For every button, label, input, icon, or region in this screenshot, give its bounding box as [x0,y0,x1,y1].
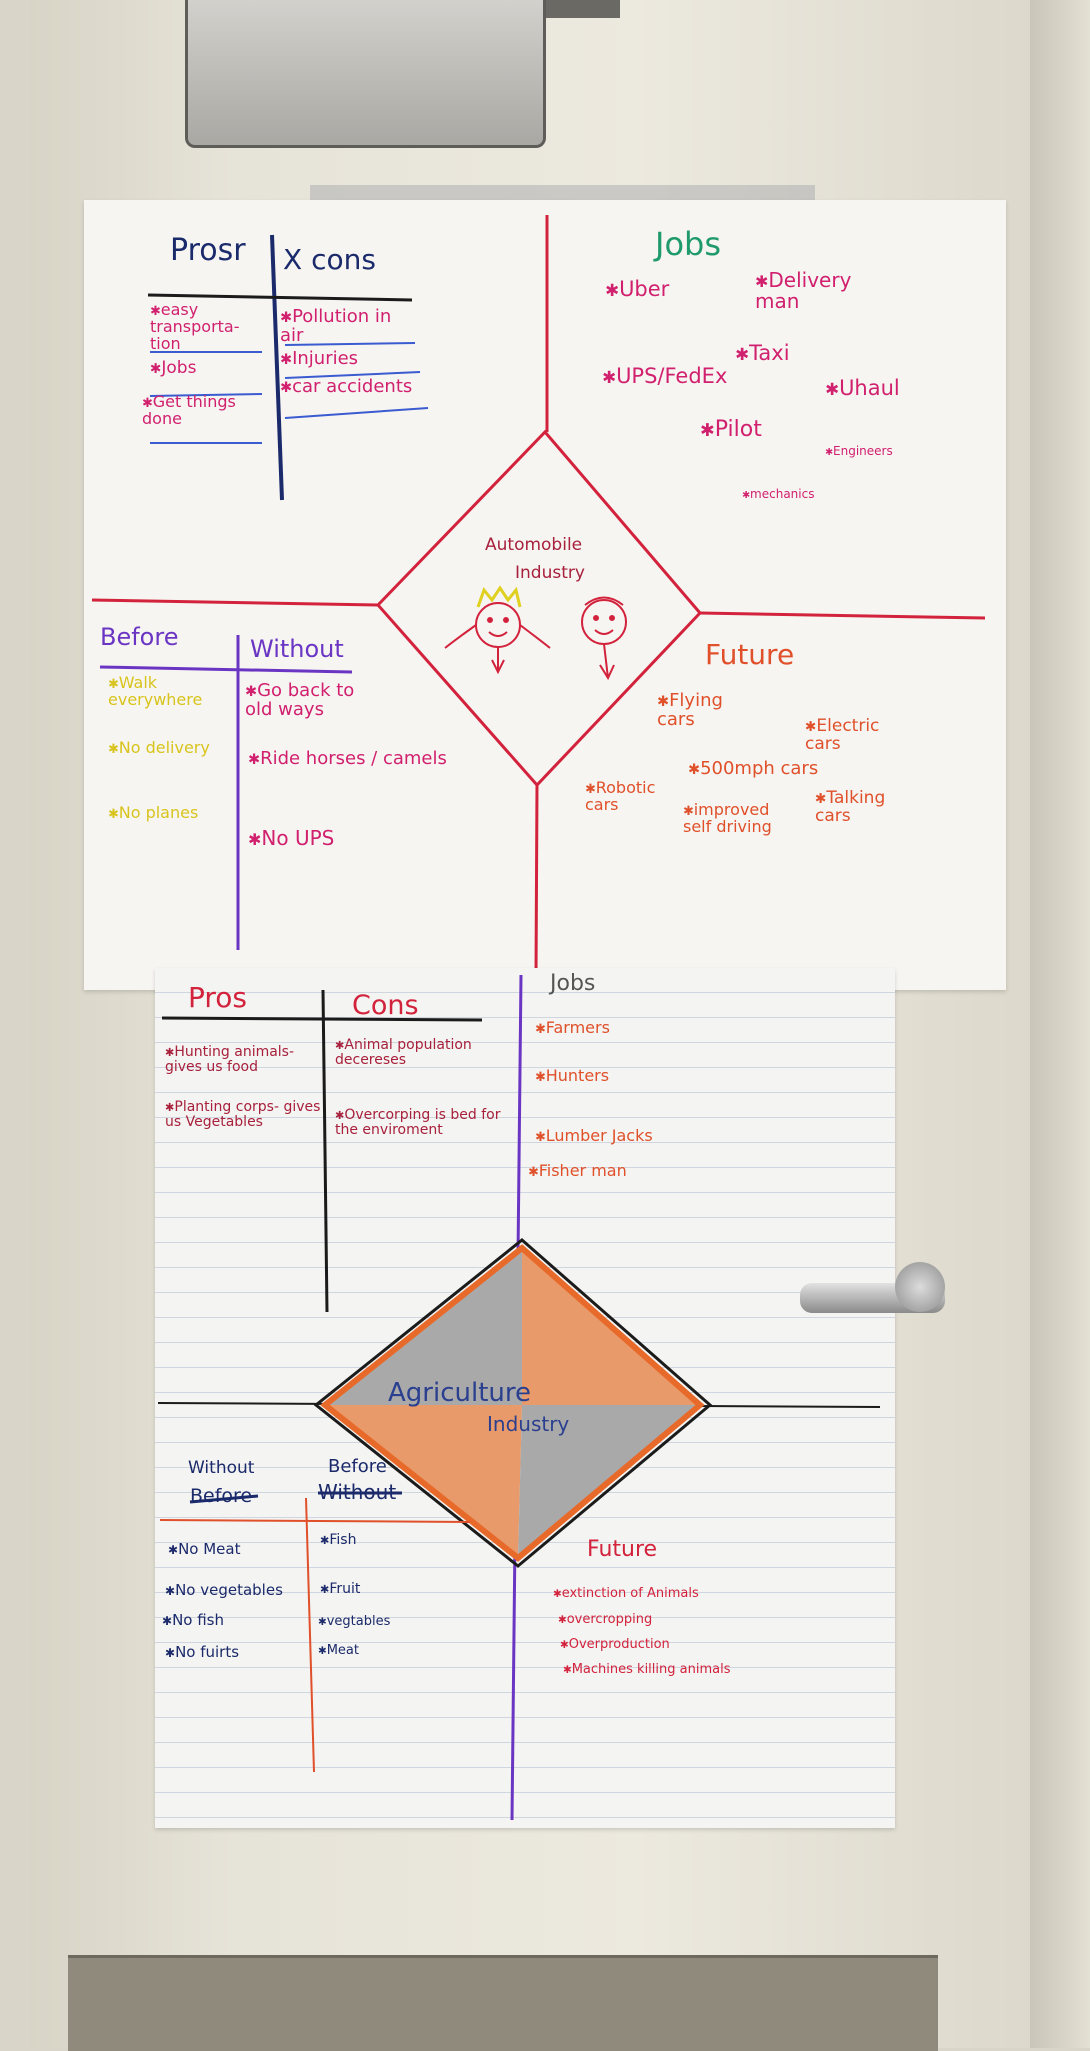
agri-future-title: Future [587,1537,658,1562]
jobs-item: mechanics [742,488,814,501]
pros-item: Jobs [150,359,196,378]
cons-item: Pollution in air [280,307,410,346]
agri-pros-item: Hunting animals- gives us food [165,1045,320,1075]
stick-figure-left [444,585,551,675]
agriculture-diamond [313,1238,713,1568]
agri-future-item: Overproduction [560,1638,670,1652]
agri-cons-item: Animal population decereses [335,1038,515,1068]
agri-jobs-item: Farmers [535,1019,610,1037]
agri-before-item: vegtables [318,1615,391,1629]
automobile-center-line2: Industry [515,563,585,583]
agri-without-title: Without [188,1458,255,1478]
agri-without-item: No fuirts [165,1644,239,1661]
without-item: Ride horses / camels [248,749,447,769]
jobs-item: Uber [605,278,669,300]
before-item: No planes [108,804,208,822]
future-item: 500mph cars [688,759,818,779]
before-title: Before [100,623,179,651]
automobile-center-line1: Automobile [485,535,583,555]
without-title: Without [250,635,344,663]
jobs-item: Pilot [700,418,762,441]
door-handle-rose [895,1262,945,1312]
jobs-item: UPS/FedEx [602,365,727,387]
without-item: No UPS [248,828,334,849]
stick-figure-right [581,596,627,681]
agri-before-item: Meat [318,1644,359,1658]
kick-plate [68,1955,938,2051]
jobs-item: Delivery man [755,270,875,312]
future-item: Robotic cars [585,779,675,814]
agri-pros-title: Pros [188,981,248,1014]
future-item: improved self driving [683,801,793,836]
agri-before-struck: Without [318,1480,397,1504]
agri-center-line1: Agriculture [388,1378,531,1408]
future-item: Electric cars [805,717,915,754]
agri-without-item: No Meat [168,1541,240,1558]
jobs-item: Uhaul [825,377,900,399]
agri-jobs-item: Hunters [535,1067,609,1085]
cons-item: car accidents [280,377,412,397]
jobs-item: Engineers [825,445,893,458]
cons-title: X cons [283,243,376,276]
jobs-title: Jobs [655,225,721,263]
agri-future-item: extinction of Animals [553,1587,699,1601]
agri-jobs-item: Lumber Jacks [535,1127,653,1145]
future-title: Future [705,638,795,671]
before-item: Walk everywhere [108,674,236,709]
agri-before-item: Fruit [320,1582,360,1597]
agri-without-struck: Before [190,1485,253,1507]
agri-jobs-item: Fisher man [528,1162,627,1180]
agri-cons-title: Cons [352,990,419,1021]
future-item: Talking cars [815,789,910,826]
pros-item: Get things done [142,393,260,428]
agri-without-item: No fish [162,1612,224,1629]
without-item: Go back to old ways [245,681,385,720]
jobs-item: Taxi [735,342,789,364]
door-closer [185,0,546,148]
before-item: No delivery [108,739,228,757]
agri-pros-item: Planting corps- gives us Vegetables [165,1100,330,1130]
agri-center-line2: Industry [487,1412,570,1436]
agri-future-item: overcropping [558,1613,652,1627]
agri-jobs-title: Jobs [550,971,596,996]
agri-cons-item: Overcorping is bed for the enviroment [335,1108,515,1138]
agri-without-item: No vegetables [165,1582,283,1599]
pros-item: easy transporta- tion [150,301,268,352]
door-frame [1030,0,1090,2048]
agri-before-item: Fish [320,1533,356,1548]
future-item: Flying cars [657,691,752,730]
agri-before-title: Before [328,1456,387,1477]
pros-title: Prosr [170,233,246,268]
cons-item: Injuries [280,349,358,369]
agri-future-item: Machines killing animals [563,1663,731,1677]
